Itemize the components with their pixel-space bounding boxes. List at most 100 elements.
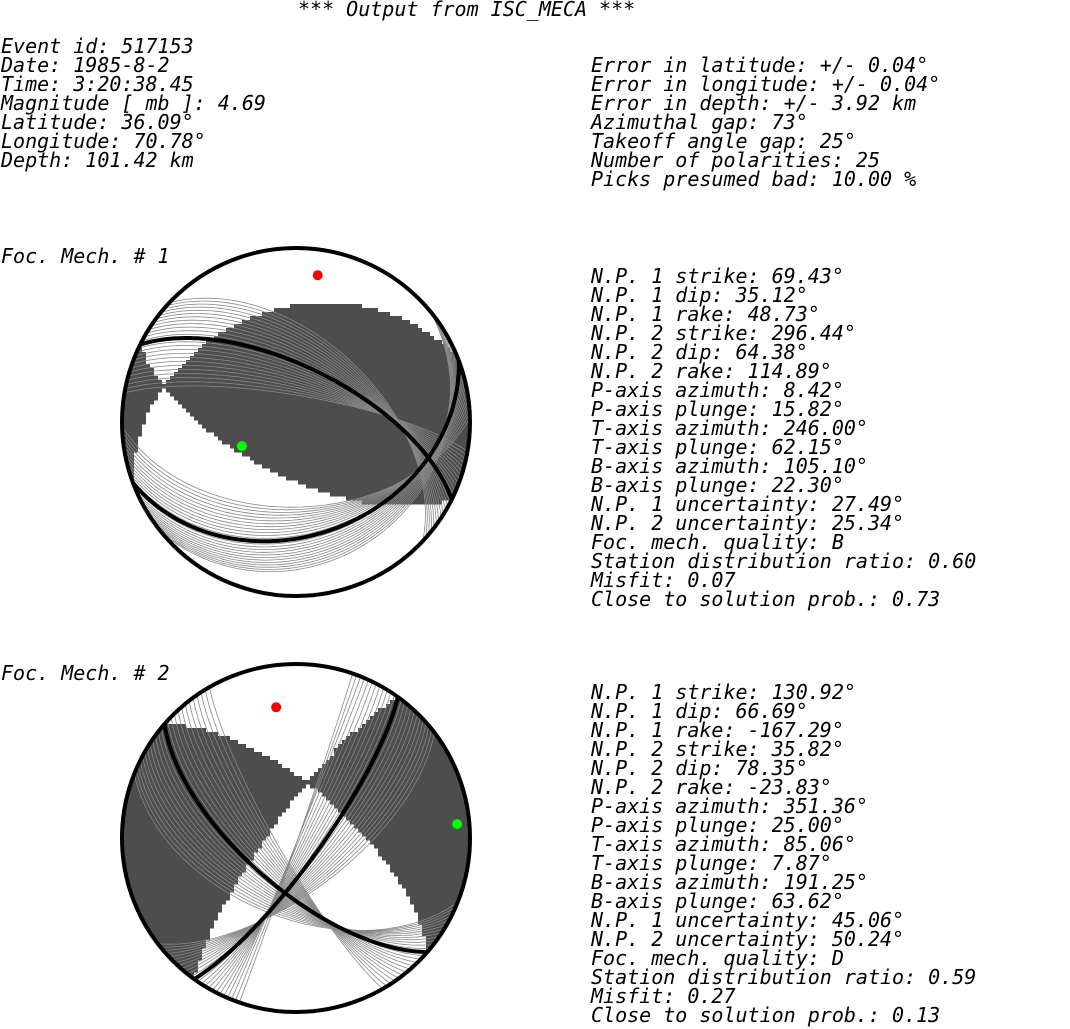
- alt-plane-1: [174, 713, 418, 963]
- mech1-np1-uncertainty: N.P. 1 uncertainty: 27.49°: [591, 492, 905, 516]
- alt-plane-1: [142, 755, 450, 933]
- alt-plane-2: [165, 722, 427, 954]
- beachball-1: [120, 246, 472, 598]
- event-latitude: Latitude: 36.09°: [1, 110, 194, 134]
- azimuthal-gap: Azimuthal gap: 73°: [591, 110, 808, 134]
- error-depth: Error in depth: +/- 3.92 km: [591, 91, 917, 115]
- alternate-solutions: [134, 673, 458, 1003]
- nodal-planes: [162, 696, 428, 981]
- alt-plane-2: [125, 381, 468, 456]
- takeoff-angle-gap: Takeoff angle gap: 25°: [591, 129, 856, 153]
- event-depth: Depth: 101.42 km: [1, 148, 194, 172]
- alt-plane-2: [150, 319, 442, 518]
- alt-plane-2: [160, 728, 432, 948]
- mech1-np2-strike: N.P. 2 strike: 296.44°: [591, 321, 856, 345]
- mech1-misfit: Misfit: 0.07: [591, 568, 736, 592]
- mechanism-2-params: N.P. 1 strike: 130.92° N.P. 1 dip: 66.69…: [591, 680, 977, 1025]
- nodal-plane-2: [193, 696, 400, 981]
- alt-plane-2: [144, 330, 449, 508]
- alt-plane-1: [188, 700, 403, 976]
- alt-plane-2: [174, 713, 418, 964]
- mechanism-1-params: N.P. 1 strike: 69.43° N.P. 1 dip: 35.12°…: [591, 266, 977, 611]
- alt-plane-2: [157, 732, 435, 945]
- alt-plane-1: [144, 751, 448, 935]
- alt-plane-2: [187, 702, 405, 975]
- t-axis-marker: [452, 819, 463, 830]
- alt-plane-1: [192, 697, 400, 979]
- alt-plane-2: [163, 303, 430, 535]
- mech1-quality: Foc. mech. quality: B: [591, 530, 844, 554]
- alt-plane-1: [152, 739, 440, 941]
- alt-plane-2: [230, 676, 362, 1000]
- alt-plane-2: [129, 365, 463, 473]
- mech2-b-azimuth: B-axis azimuth: 191.25°: [591, 870, 868, 894]
- mech1-t-azimuth: T-axis azimuth: 246.00°: [591, 416, 868, 440]
- alt-plane-1: [170, 716, 421, 960]
- alt-plane-2: [169, 297, 426, 542]
- alt-plane-1: [122, 412, 470, 511]
- mech1-station-ratio: Station distribution ratio: 0.60: [591, 549, 977, 573]
- focal-sphere-outline: [120, 246, 472, 598]
- mech1-t-plunge: T-axis plunge: 62.15°: [591, 435, 844, 459]
- alt-plane-1: [181, 706, 411, 970]
- alt-plane-1: [123, 393, 469, 522]
- nodal-plane-2: [139, 336, 454, 501]
- alt-plane-2: [126, 377, 467, 460]
- alt-plane-1: [123, 398, 469, 519]
- alt-plane-2: [153, 316, 440, 522]
- alt-plane-1: [200, 692, 392, 985]
- alt-plane-2: [148, 323, 444, 515]
- mech2-np1-dip: N.P. 1 dip: 66.69°: [591, 699, 808, 723]
- mech2-t-plunge: T-axis plunge: 7.87°: [591, 851, 832, 875]
- mech1-solution-prob: Close to solution prob.: 0.73: [591, 587, 941, 611]
- compressional-fill: [122, 696, 470, 981]
- mechanism-2-label: Foc. Mech. # 2: [1, 661, 170, 685]
- mech2-np1-uncertainty: N.P. 1 uncertainty: 45.06°: [591, 908, 905, 932]
- mech2-misfit: Misfit: 0.27: [591, 984, 736, 1008]
- mech2-np2-uncertainty: N.P. 2 uncertainty: 50.24°: [591, 927, 905, 951]
- alt-plane-1: [155, 735, 437, 943]
- alt-plane-1: [185, 703, 407, 973]
- alt-plane-2: [131, 356, 461, 481]
- alt-plane-2: [146, 326, 447, 511]
- alt-plane-1: [196, 694, 396, 982]
- event-longitude: Longitude: 70.78°: [1, 129, 206, 153]
- alt-plane-2: [126, 373, 466, 464]
- alt-plane-2: [127, 369, 465, 468]
- alt-plane-1: [158, 731, 434, 946]
- alt-plane-2: [130, 360, 462, 477]
- alt-plane-2: [124, 385, 468, 452]
- mech1-p-plunge: P-axis plunge: 15.82°: [591, 397, 844, 421]
- compressional-fill: [122, 304, 470, 505]
- p-axis-marker: [312, 270, 323, 281]
- picks-presumed-bad: Picks presumed bad: 10.00 %: [591, 167, 917, 191]
- alt-plane-2: [200, 692, 392, 985]
- alt-plane-2: [180, 707, 412, 969]
- mechanism-1-label: Foc. Mech. # 1: [1, 244, 170, 268]
- event-time: Time: 3:20:38.45: [1, 72, 194, 96]
- alt-plane-2: [133, 353, 459, 485]
- alt-plane-1: [149, 743, 443, 938]
- alt-plane-2: [136, 345, 456, 492]
- event-id: Event id: 517153: [1, 34, 194, 58]
- mech2-quality: Foc. mech. quality: D: [591, 946, 844, 970]
- focal-sphere-outline: [120, 662, 472, 1014]
- alt-plane-2: [211, 685, 381, 991]
- mech2-station-ratio: Station distribution ratio: 0.59: [591, 965, 977, 989]
- error-longitude: Error in longitude: +/- 0.04°: [591, 72, 941, 96]
- alt-plane-1: [204, 689, 388, 987]
- mech1-b-azimuth: B-axis azimuth: 105.10°: [591, 454, 868, 478]
- alt-plane-2: [166, 300, 428, 539]
- mech2-np1-rake: N.P. 1 rake: -167.29°: [591, 718, 844, 742]
- p-axis-marker: [271, 702, 282, 713]
- alt-plane-1: [122, 407, 470, 513]
- alt-plane-2: [208, 687, 384, 989]
- mech2-np2-strike: N.P. 2 strike: 35.82°: [591, 737, 844, 761]
- alt-plane-2: [227, 677, 365, 999]
- page-title: *** Output from ISC_MECA ***: [298, 0, 636, 21]
- alt-plane-2: [183, 704, 409, 972]
- mech2-np1-strike: N.P. 1 strike: 130.92°: [591, 680, 856, 704]
- mech1-np2-rake: N.P. 2 rake: 114.89°: [591, 359, 832, 383]
- alt-plane-2: [163, 725, 430, 951]
- alt-plane-1: [147, 747, 445, 936]
